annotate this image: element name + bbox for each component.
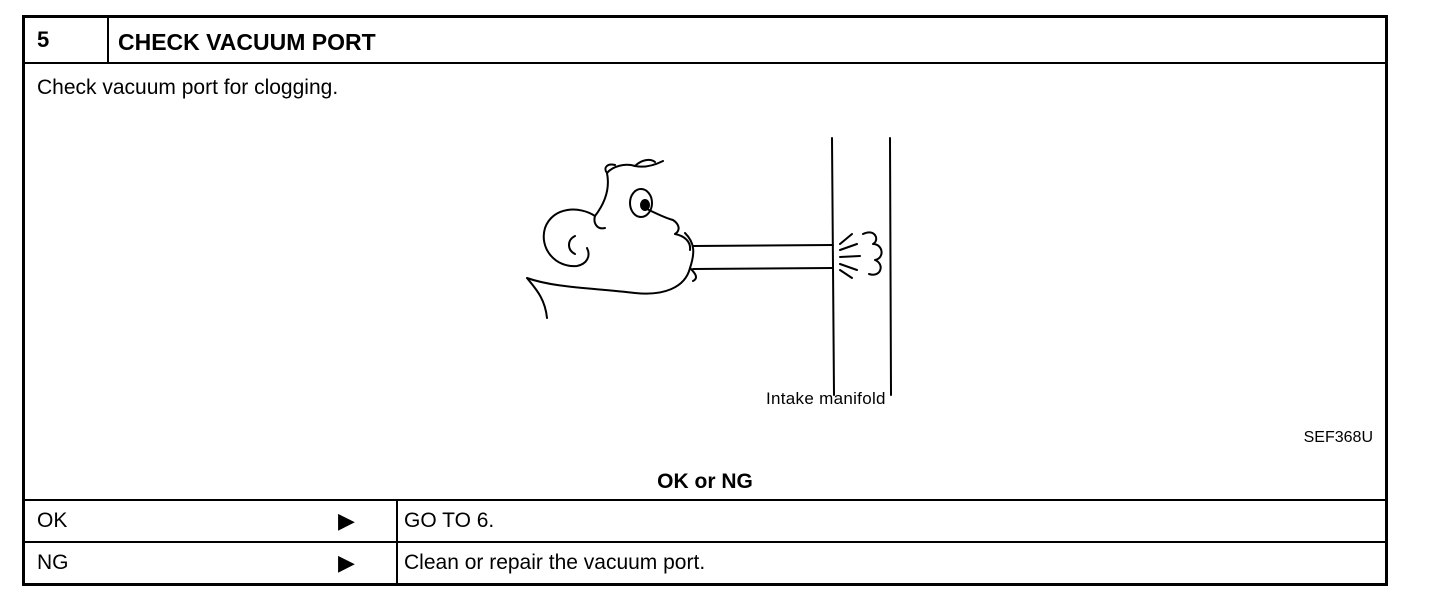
tube-bottom	[692, 267, 834, 270]
step-header: 5 CHECK VACUUM PORT	[25, 18, 1385, 64]
figure-label: Intake manifold	[766, 389, 886, 408]
manifold-wall-left	[831, 137, 835, 396]
arrow-right-icon: ▶	[338, 550, 355, 575]
result-action: GO TO 6.	[404, 509, 495, 532]
air-blast	[839, 231, 883, 279]
vacuum-port-illustration	[526, 137, 892, 396]
manifold-wall-right	[889, 137, 892, 396]
face-head	[526, 160, 695, 319]
step-title: CHECK VACUUM PORT	[118, 29, 376, 55]
result-action: Clean or repair the vacuum port.	[404, 551, 706, 574]
instruction-text: Check vacuum port for clogging.	[37, 76, 339, 99]
figure-code: SEF368U	[1303, 429, 1373, 446]
column-divider	[396, 543, 398, 583]
face-ear	[542, 208, 596, 268]
result-label: NG	[37, 551, 69, 574]
result-row-ng: NG ▶ Clean or repair the vacuum port.	[25, 541, 1385, 583]
step-number: 5	[25, 18, 109, 62]
result-row-ok: OK ▶ GO TO 6.	[25, 499, 1385, 541]
column-divider	[396, 501, 398, 541]
face-eye	[629, 188, 653, 218]
face-mouth	[674, 233, 697, 282]
result-label: OK	[37, 509, 68, 532]
procedure-table: 5 CHECK VACUUM PORT Check vacuum port fo…	[22, 15, 1388, 586]
tube-top	[692, 244, 834, 247]
arrow-right-icon: ▶	[338, 508, 355, 533]
face-hair	[604, 158, 656, 174]
result-heading: OK or NG	[657, 470, 753, 493]
